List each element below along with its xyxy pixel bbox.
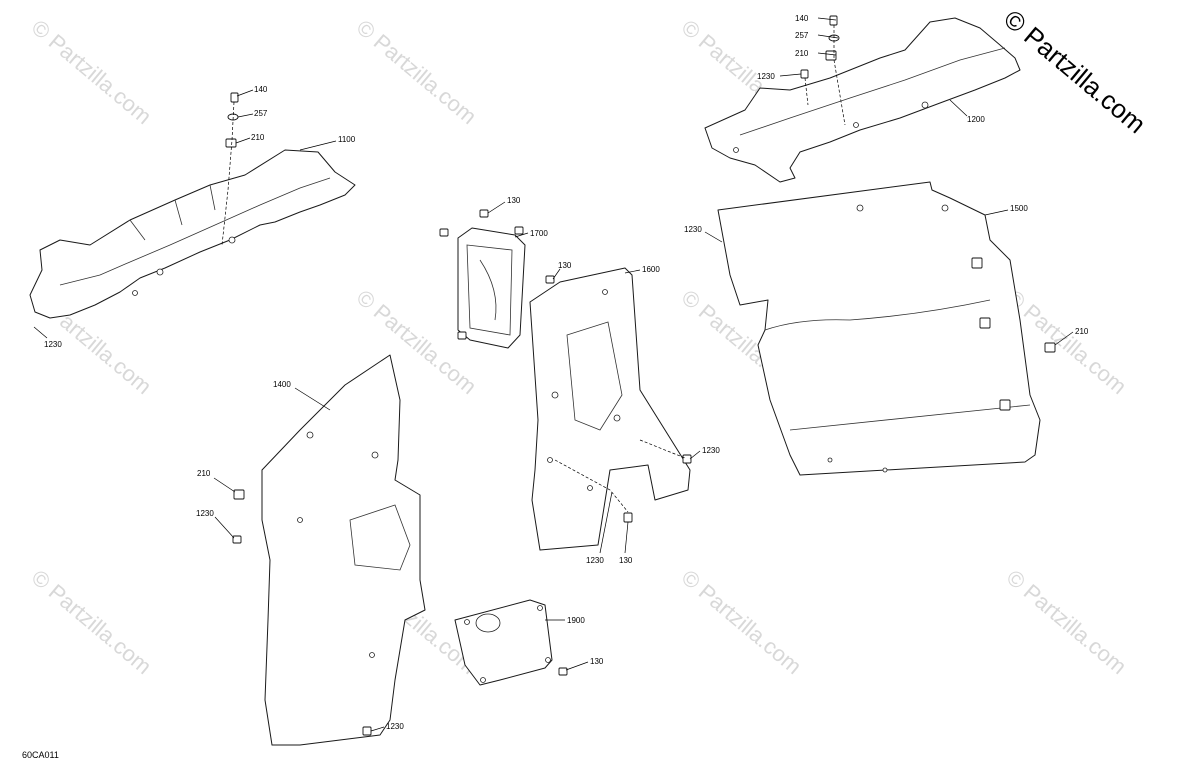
callout-210[interactable]: 210 <box>251 133 265 142</box>
part-1100[interactable] <box>29 149 356 319</box>
callout-257[interactable]: 257 <box>795 31 809 40</box>
callout-130[interactable]: 130 <box>507 196 521 205</box>
leader-lines <box>33 17 1074 732</box>
fastener-stack-top-right[interactable] <box>800 15 846 126</box>
watermark: © Partzilla.com <box>27 565 157 679</box>
part-1600[interactable] <box>529 267 692 551</box>
callout-1700[interactable]: 1700 <box>530 229 548 238</box>
callout-210[interactable]: 210 <box>197 469 211 478</box>
callout-1200[interactable]: 1200 <box>967 115 985 124</box>
part-1700[interactable] <box>439 209 526 349</box>
callout-210[interactable]: 210 <box>1075 327 1089 336</box>
callout-1230[interactable]: 1230 <box>386 722 404 731</box>
callout-140[interactable]: 140 <box>254 85 268 94</box>
callout-1900[interactable]: 1900 <box>567 616 585 625</box>
callout-1230[interactable]: 1230 <box>44 340 62 349</box>
callout-210[interactable]: 210 <box>795 49 809 58</box>
watermark: © Partzilla.com <box>352 15 482 129</box>
part-1400[interactable] <box>232 354 426 746</box>
callout-1400[interactable]: 1400 <box>273 380 291 389</box>
watermark: © Partzilla.com <box>1002 565 1132 679</box>
callout-1100[interactable]: 1100 <box>338 135 356 144</box>
callout-1230[interactable]: 1230 <box>586 556 604 565</box>
part-1500[interactable] <box>717 181 1056 476</box>
callout-1230[interactable]: 1230 <box>684 225 702 234</box>
callout-labels: 140 257 210 1100 1230 140 257 210 1230 1… <box>44 14 1089 731</box>
callout-140[interactable]: 140 <box>795 14 809 23</box>
callout-1600[interactable]: 1600 <box>642 265 660 274</box>
callout-130[interactable]: 130 <box>558 261 572 270</box>
callout-1230[interactable]: 1230 <box>196 509 214 518</box>
part-1200[interactable] <box>704 17 1021 183</box>
callout-1500[interactable]: 1500 <box>1010 204 1028 213</box>
callout-1230[interactable]: 1230 <box>757 72 775 81</box>
callout-1230[interactable]: 1230 <box>702 446 720 455</box>
diagram-code: 60CA011 <box>22 750 59 760</box>
fastener-stack-top-left[interactable] <box>221 92 239 246</box>
watermark: © Partzilla.com <box>27 15 157 129</box>
brand-logo: © Partzilla.com <box>998 4 1151 140</box>
callout-130[interactable]: 130 <box>590 657 604 666</box>
part-1900[interactable] <box>454 599 568 686</box>
callout-257[interactable]: 257 <box>254 109 268 118</box>
callout-130[interactable]: 130 <box>619 556 633 565</box>
watermark: © Partzilla.com <box>677 565 807 679</box>
